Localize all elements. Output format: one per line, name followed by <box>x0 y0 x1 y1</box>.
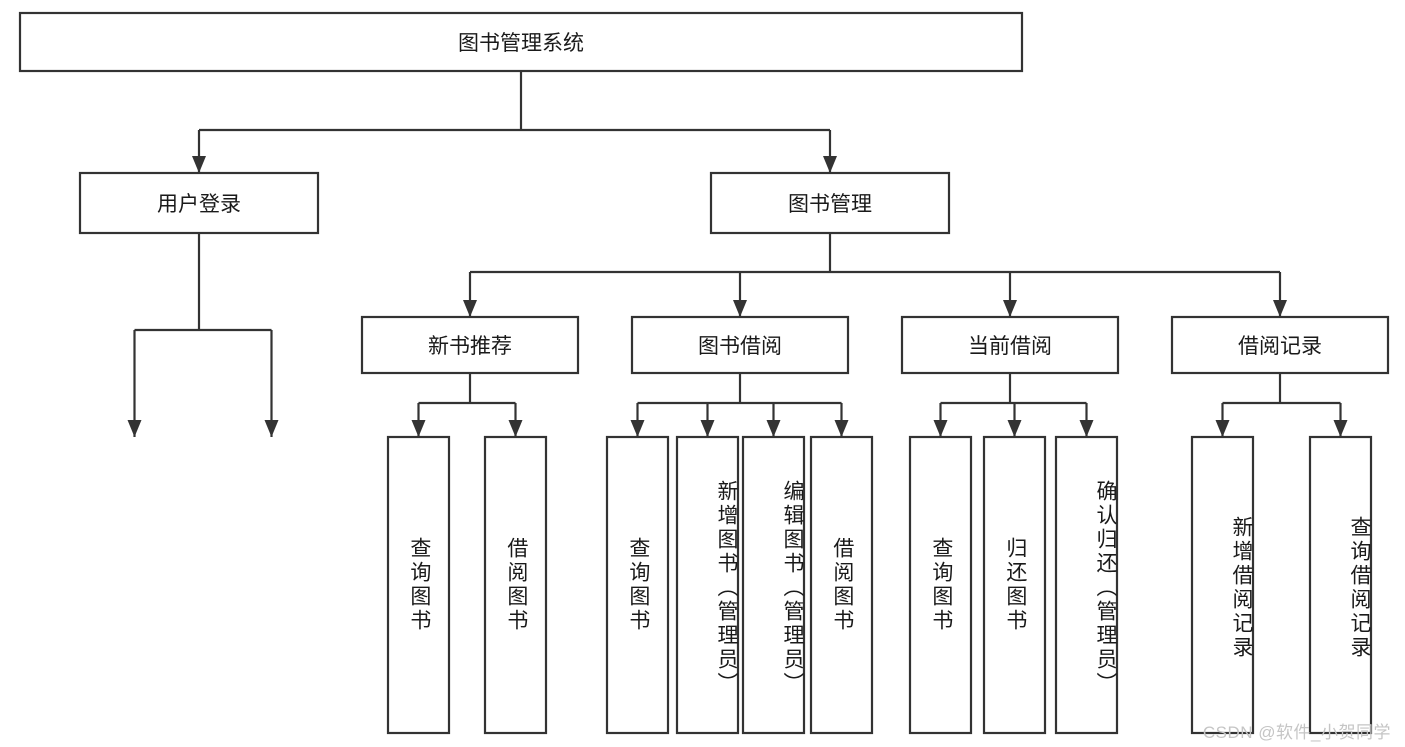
book-manage-arrow-3 <box>1273 300 1287 317</box>
node-box-borrow-record[interactable] <box>1170 315 1390 375</box>
book-borrow-arrow-1 <box>700 420 715 437</box>
node-box-cb-query-book[interactable] <box>908 435 973 735</box>
node-box-book-manage[interactable] <box>709 171 951 235</box>
node-box-bb-borrow-book[interactable] <box>809 435 874 735</box>
book-manage-arrow-1 <box>733 300 747 317</box>
borrow-record-arrow-0 <box>1215 420 1230 437</box>
user-login-arrow-0 <box>127 420 142 437</box>
borrow-record-arrow-1 <box>1333 420 1348 437</box>
node-box-br-add-record[interactable] <box>1190 435 1255 735</box>
node-box-cb-confirm-return[interactable] <box>1054 435 1119 735</box>
node-box-root[interactable] <box>18 11 1024 73</box>
new-book-recommend-arrow-1 <box>508 420 523 437</box>
node-box-book-borrow[interactable] <box>630 315 850 375</box>
node-box-nbr-borrow-book[interactable] <box>483 435 548 735</box>
node-box-bb-add-book[interactable] <box>675 435 740 735</box>
root-arrow-0 <box>192 156 206 173</box>
node-box-current-borrow[interactable] <box>900 315 1120 375</box>
book-manage-arrow-0 <box>463 300 477 317</box>
book-borrow-arrow-3 <box>834 420 849 437</box>
current-borrow-arrow-0 <box>933 420 948 437</box>
current-borrow-arrow-1 <box>1007 420 1022 437</box>
node-box-br-query-record[interactable] <box>1308 435 1373 735</box>
node-box-nbr-query-book[interactable] <box>386 435 451 735</box>
node-box-bb-query-book[interactable] <box>605 435 670 735</box>
book-borrow-arrow-2 <box>766 420 781 437</box>
node-box-bb-edit-book[interactable] <box>741 435 806 735</box>
node-box-cb-return-book[interactable] <box>982 435 1047 735</box>
book-borrow-arrow-0 <box>630 420 645 437</box>
node-box-user-login[interactable] <box>78 171 320 235</box>
current-borrow-arrow-2 <box>1079 420 1094 437</box>
new-book-recommend-arrow-0 <box>411 420 426 437</box>
book-manage-arrow-2 <box>1003 300 1017 317</box>
node-box-new-book-recommend[interactable] <box>360 315 580 375</box>
user-login-arrow-1 <box>264 420 279 437</box>
root-arrow-1 <box>823 156 837 173</box>
